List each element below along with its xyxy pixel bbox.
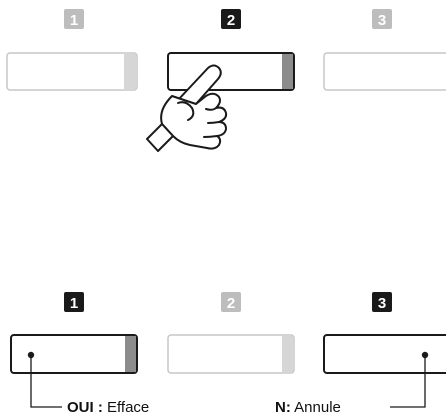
yes-label: OUI : Efface [67, 399, 149, 414]
bottom-number-2: 2 [227, 295, 235, 312]
top-row: 1 2 3 [6, 9, 446, 152]
bottom-button-1[interactable]: 1 [10, 292, 138, 374]
callout-yes-line [30, 355, 62, 408]
top-key-2-side [282, 54, 293, 89]
top-number-badge-3 [372, 9, 392, 29]
bottom-number-badge-1 [64, 292, 84, 312]
bottom-key-1 [10, 334, 138, 374]
bottom-number-3: 3 [378, 295, 386, 312]
bottom-key-1-side [125, 336, 136, 372]
top-number-1: 1 [70, 12, 78, 29]
bottom-key-2 [167, 334, 295, 374]
no-label-text: Annule [291, 399, 341, 414]
no-label-key: N: [275, 399, 291, 414]
bottom-number-badge-3 [372, 292, 392, 312]
callout-lines [30, 355, 426, 408]
bottom-button-3[interactable]: 3 [323, 292, 446, 374]
bottom-key-3 [323, 334, 446, 374]
top-number-badge-2 [221, 9, 241, 29]
no-label: N: Annule [275, 399, 341, 414]
callout-no-line [390, 355, 426, 408]
top-key-3 [323, 52, 446, 91]
top-key-1-side [124, 54, 136, 89]
yes-label-key: OUI : [67, 399, 103, 414]
top-key-2 [167, 52, 295, 91]
top-number-3: 3 [378, 12, 386, 29]
bottom-number-badge-2 [221, 292, 241, 312]
bottom-key-2-side [282, 336, 293, 372]
pointing-hand-icon [146, 64, 228, 152]
top-number-2: 2 [227, 12, 235, 29]
top-key-1 [6, 52, 138, 91]
bottom-button-2[interactable]: 2 [167, 292, 295, 374]
top-button-3[interactable]: 3 [323, 9, 446, 91]
yes-label-text: Efface [103, 399, 149, 414]
bottom-number-1: 1 [70, 295, 78, 312]
bottom-row: 1 2 3 [10, 292, 446, 414]
top-number-badge-1 [64, 9, 84, 29]
top-button-1[interactable]: 1 [6, 9, 138, 91]
top-button-2[interactable]: 2 [167, 9, 295, 91]
